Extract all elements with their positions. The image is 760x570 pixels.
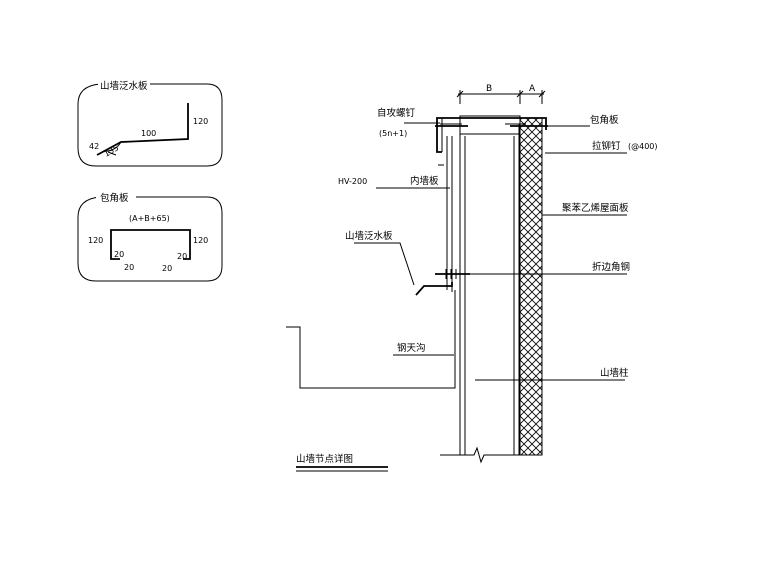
gable-flashing-dim-120: 120 [193,117,208,126]
label-inner-wall-board: 内墙板 [410,175,439,187]
gable-flashing-dim-100: 100 [141,129,156,138]
gable-flashing-dim-42: 42 [89,142,99,151]
label-gable-column: 山墙柱 [600,367,629,379]
gable-flashing-frame [77,83,223,167]
corner-board-dim-20-a: 20 [114,250,124,259]
label-gable-flashing: 山墙泛水板 [345,230,393,242]
gable-flashing-profile [96,103,189,156]
gable-flashing-dim-135: 135 [103,143,121,158]
break-line [440,446,520,464]
label-rivet-spec: (@400) [628,142,658,151]
corner-board-profile [110,229,191,260]
dim-b-label: B [486,84,492,94]
corner-board [436,117,547,153]
corner-board-detail: 包角板 (A+B+65) 120 120 20 20 20 20 [77,191,223,282]
corner-board-dim-20-b: 20 [124,263,134,272]
gable-flashing-detail: 山墙泛水板 120 100 42 135 [77,78,223,167]
label-sandwich-panel: 聚苯乙烯屋面板 [562,202,629,214]
label-self-tapping-screw: 自攻螺钉 [377,107,416,119]
gable-flashing-title: 山墙泛水板 [100,80,148,92]
label-screw-spec: (5n+1) [379,129,407,138]
corner-board-frame [77,196,223,282]
label-hv200: HV-200 [338,177,367,186]
leader-flashing [354,242,415,286]
gable-flashing [415,282,453,296]
angle-arc [102,141,122,152]
corner-board-dim-right-120: 120 [193,236,208,245]
main-section: B A [286,84,658,472]
label-rivet: 拉铆钉 [592,140,621,152]
label-corner-board: 包角板 [590,114,619,126]
corner-board-dim-20-c: 20 [162,264,172,273]
sandwich-panel [519,117,543,456]
label-steel-gutter: 钢天沟 [397,342,426,354]
label-angle-steel: 折边角钢 [592,261,630,273]
corner-board-formula: (A+B+65) [129,214,170,223]
corner-board-dim-left-120: 120 [88,236,103,245]
corner-board-dim-20-d: 20 [177,252,187,261]
dim-a-label: A [529,84,536,94]
corner-board-title: 包角板 [100,192,129,204]
drawing-title: 山墙节点详图 [296,453,353,465]
steel-gutter [286,290,456,389]
